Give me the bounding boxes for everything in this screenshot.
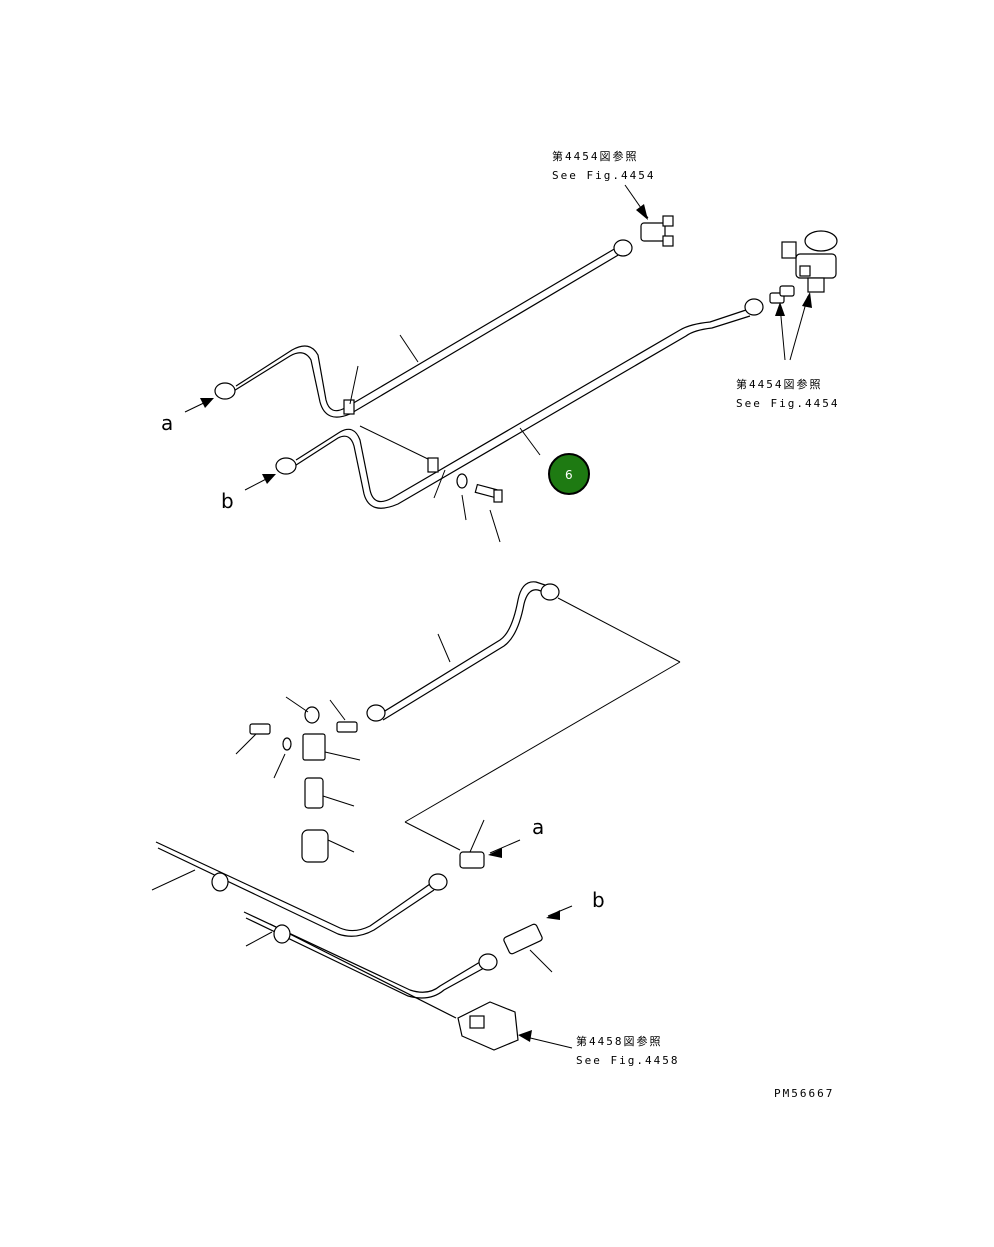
nut-a-upper: [214, 382, 236, 400]
label-a-upper: a: [161, 411, 173, 435]
nut-valve: [744, 298, 764, 316]
leader-line-2: [404, 661, 681, 823]
label-b-upper: b: [221, 489, 234, 513]
tee-fitting-top: [640, 215, 674, 247]
ref-top-jp: 第4454図参照: [552, 149, 639, 163]
fitting-b-lower: [503, 905, 573, 973]
nut-top-right: [613, 239, 633, 257]
lower-pipe-upper: [366, 581, 560, 722]
nut-b-upper: [275, 457, 297, 475]
label-b-lower: b: [592, 888, 605, 912]
upper-pipe-a: [214, 239, 633, 418]
drawing-number: PM56667: [774, 1087, 834, 1100]
lower-long-pipes: [151, 841, 498, 1019]
callout-badge-6[interactable]: 6: [548, 453, 590, 495]
bracket-part: [457, 1001, 519, 1051]
callout-number: 6: [565, 468, 573, 482]
clamp-upper: [343, 334, 541, 499]
label-a-lower: a: [532, 815, 544, 839]
ref-top-en: See Fig.4454: [552, 169, 655, 182]
leader-line-3: [404, 821, 461, 851]
washer-bolt-upper: [456, 473, 503, 543]
lower-small-parts: [235, 696, 361, 863]
leader-line-1: [557, 597, 681, 663]
ref-bottom-jp: 第4458図参照: [576, 1034, 663, 1048]
tee-fitting-lower: [459, 819, 521, 869]
callout-circle[interactable]: [548, 453, 590, 495]
upper-pipe-b: [275, 298, 764, 509]
solenoid-valve: [781, 230, 838, 293]
ref-right-en: See Fig.4454: [736, 397, 839, 410]
ref-bottom-en: See Fig.4458: [576, 1054, 679, 1067]
arrow-right-2: [789, 295, 809, 361]
ref-right-jp: 第4454図参照: [736, 377, 823, 391]
fittings-right: [769, 285, 795, 304]
